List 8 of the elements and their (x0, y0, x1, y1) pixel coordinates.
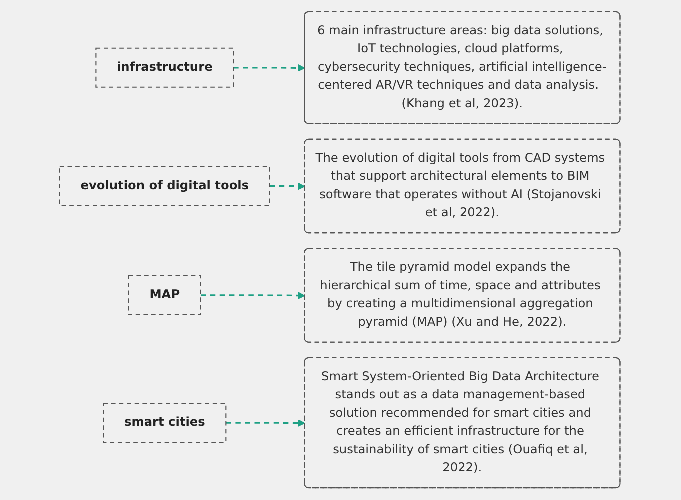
node-box: smart cities (104, 402, 228, 444)
node-box: MAP (128, 276, 202, 316)
node-box: evolution of digital tools (60, 166, 271, 206)
arrow (226, 419, 306, 428)
arrow (201, 292, 306, 300)
node-box: infrastructure (96, 48, 235, 88)
arrow (270, 182, 306, 190)
arrow (234, 64, 306, 72)
